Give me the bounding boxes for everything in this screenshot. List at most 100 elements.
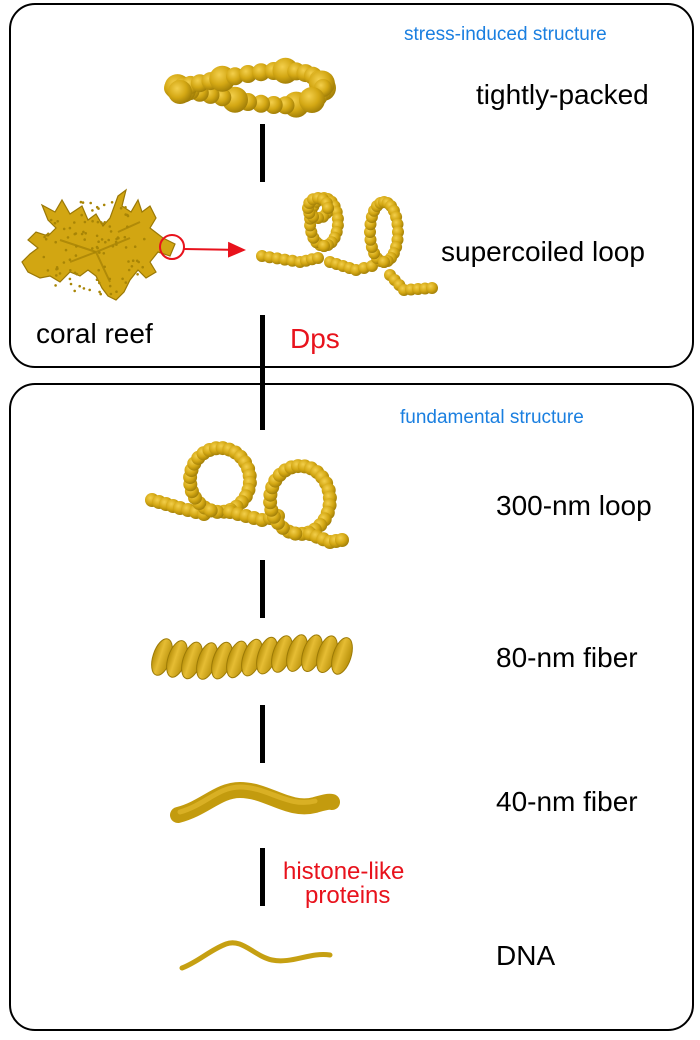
coral-speck: [56, 220, 59, 223]
label-histone-line2: proteins: [305, 882, 391, 909]
coral-speck: [115, 243, 118, 246]
label-300nm-loop: 300-nm loop: [496, 490, 652, 521]
coral-speck: [68, 226, 72, 230]
coral-speck: [69, 269, 72, 272]
coral-speck: [98, 281, 101, 285]
coral-speck: [64, 248, 68, 252]
label-tightly-packed: tightly-packed: [476, 79, 649, 110]
coral-speck: [81, 201, 85, 204]
coral-speck: [80, 232, 84, 236]
coral-speck: [91, 209, 94, 212]
coral-speck: [121, 277, 124, 281]
coral-speck: [54, 284, 57, 287]
coral-speck: [74, 254, 78, 257]
coral-speck: [73, 289, 76, 293]
coral-speck: [75, 245, 78, 248]
coral-speck: [73, 271, 77, 275]
coral-speck: [126, 225, 129, 228]
coral-speck: [95, 234, 99, 238]
coral-speck: [49, 218, 53, 222]
coral-speck: [109, 292, 113, 296]
coral-speck: [124, 206, 127, 209]
connector-line: [260, 315, 265, 430]
label-dps: Dps: [290, 323, 340, 354]
coral-speck: [102, 252, 106, 255]
coral-speck: [82, 287, 86, 290]
coral-speck: [46, 269, 50, 272]
coral-speck: [123, 235, 127, 239]
coral-speck: [80, 213, 83, 217]
coral-speck: [98, 290, 101, 294]
coral-speck: [91, 247, 94, 250]
coral-speck: [45, 233, 48, 237]
coral-speck: [66, 236, 70, 239]
coral-speck: [101, 222, 105, 226]
label-histone-line1: histone-like: [283, 858, 405, 885]
coral-speck: [91, 219, 94, 223]
coral-speck: [75, 272, 79, 276]
loop300-bead: [288, 526, 303, 541]
label-80nm-fiber: 80-nm fiber: [496, 642, 638, 673]
coral-speck: [115, 290, 118, 294]
coral-speck: [131, 259, 135, 263]
coral-speck: [54, 240, 57, 244]
stress-induced-panel: [9, 3, 694, 368]
coral-speck: [95, 205, 99, 209]
coral-reef-structure: [21, 188, 176, 301]
coral-speck: [78, 284, 81, 288]
coral-speck: [62, 261, 66, 264]
tightly-packed-structure: [164, 57, 336, 118]
coral-speck: [95, 278, 99, 282]
coral-speck: [111, 245, 115, 248]
packed-bead: [299, 87, 325, 113]
coral-speck: [108, 284, 112, 288]
coral-speck: [55, 266, 59, 269]
label-supercoiled-loop: supercoiled loop: [441, 236, 645, 267]
coral-speck: [116, 236, 120, 239]
coral-speck: [69, 282, 73, 286]
coral-speck: [109, 230, 113, 233]
coral-speck: [110, 201, 114, 204]
coral-speck: [99, 292, 102, 296]
coral-speck: [68, 258, 72, 262]
supercoil-bead: [322, 202, 334, 214]
stress-induced-title: stress-induced structure: [404, 24, 607, 45]
coral-speck: [133, 245, 137, 248]
coral-speck: [88, 288, 91, 292]
supercoil-bead: [312, 252, 324, 264]
supercoiled-loop-structure: [256, 192, 438, 296]
coral-speck: [42, 255, 46, 259]
supercoil-bead: [426, 282, 438, 294]
coral-speck: [82, 230, 85, 234]
coral-speck: [143, 237, 146, 241]
coral-speck: [97, 268, 100, 272]
coral-speck: [103, 221, 107, 224]
coral-speck: [124, 281, 128, 284]
coral-speck: [114, 240, 118, 244]
coral-speck: [119, 206, 123, 210]
coral-speck: [55, 274, 58, 277]
coral-speck: [126, 214, 130, 218]
80nm-fiber-structure: [151, 634, 353, 680]
label-40nm-fiber: 40-nm fiber: [496, 786, 638, 817]
connector-line: [260, 705, 265, 763]
loop300-bead: [335, 533, 349, 547]
coral-speck: [95, 245, 99, 249]
connector-line: [260, 560, 265, 618]
supercoil-bead: [378, 256, 390, 268]
coral-speck: [43, 235, 46, 239]
coral-speck: [83, 220, 87, 224]
label-coral-reef: coral reef: [36, 318, 153, 349]
coral-speck: [141, 265, 144, 269]
fiber80-coil: [331, 637, 353, 675]
coral-highlight-circle: [159, 234, 185, 260]
loop300-bead: [203, 503, 218, 518]
coral-speck: [104, 240, 107, 244]
coral-speck: [84, 232, 87, 235]
coral-speck: [124, 246, 128, 249]
coral-speck: [44, 237, 48, 241]
coral-speck: [79, 200, 83, 204]
coral-speck: [98, 251, 101, 254]
packed-bead: [168, 80, 192, 104]
coral-speck: [135, 259, 139, 263]
